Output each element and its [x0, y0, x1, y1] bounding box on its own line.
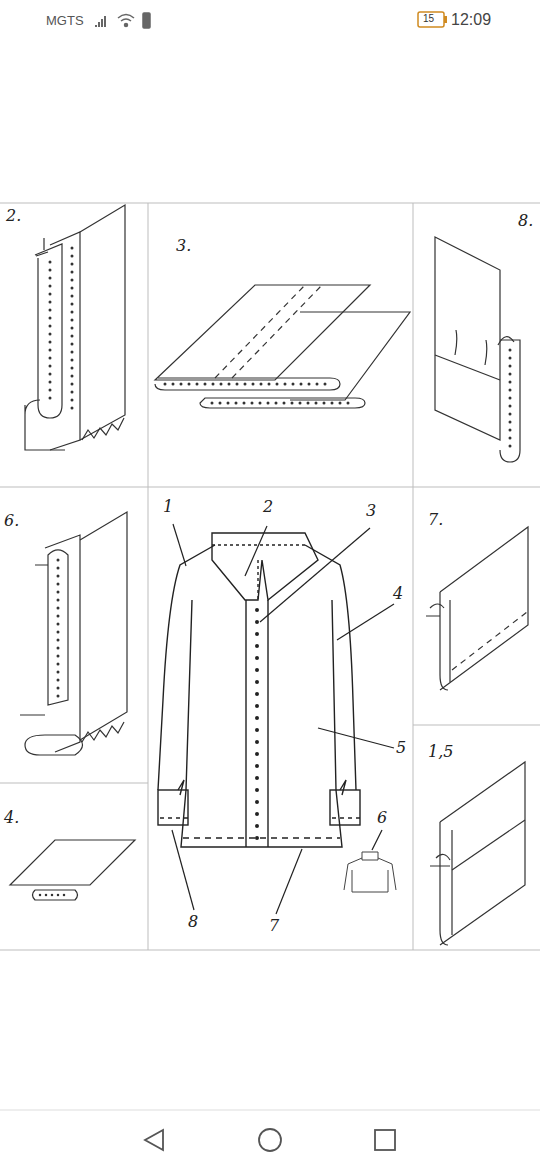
status-icons — [96, 12, 447, 28]
callout-number: 8 — [188, 914, 198, 930]
seam-sketch — [10, 840, 135, 900]
nav-bar — [0, 1110, 540, 1151]
seam-sketch — [25, 205, 125, 450]
seam-sketch — [426, 527, 528, 690]
panel-number: 4. — [4, 810, 19, 826]
seam-sketch — [430, 762, 525, 945]
callout-number: 1 — [163, 499, 173, 515]
callout-number: 7 — [269, 918, 279, 934]
callout-number: 5 — [396, 740, 406, 756]
carrier-name: MGTS — [46, 14, 84, 27]
panel-number: 8. — [518, 213, 533, 229]
panel-number: 7. — [428, 512, 443, 528]
seam-sketch — [155, 285, 410, 408]
clock-time: 12:09 — [451, 12, 491, 28]
leader-lines — [172, 524, 394, 914]
panel-number: 2. — [6, 208, 21, 224]
callout-number: 6 — [377, 810, 387, 826]
callout-number: 2 — [263, 499, 273, 515]
small-blouse-sketch — [344, 852, 396, 892]
blouse-drawing — [158, 533, 360, 847]
callout-number: 3 — [366, 503, 376, 519]
panel-grid — [0, 203, 540, 950]
seam-sketch — [20, 512, 127, 755]
panel-number: 1,5 — [428, 744, 453, 760]
seam-sketch — [435, 237, 520, 462]
panel-number: 3. — [176, 238, 191, 254]
panel-number: 6. — [4, 513, 19, 529]
battery-level: 15 — [423, 14, 434, 24]
callout-number: 4 — [393, 586, 403, 602]
